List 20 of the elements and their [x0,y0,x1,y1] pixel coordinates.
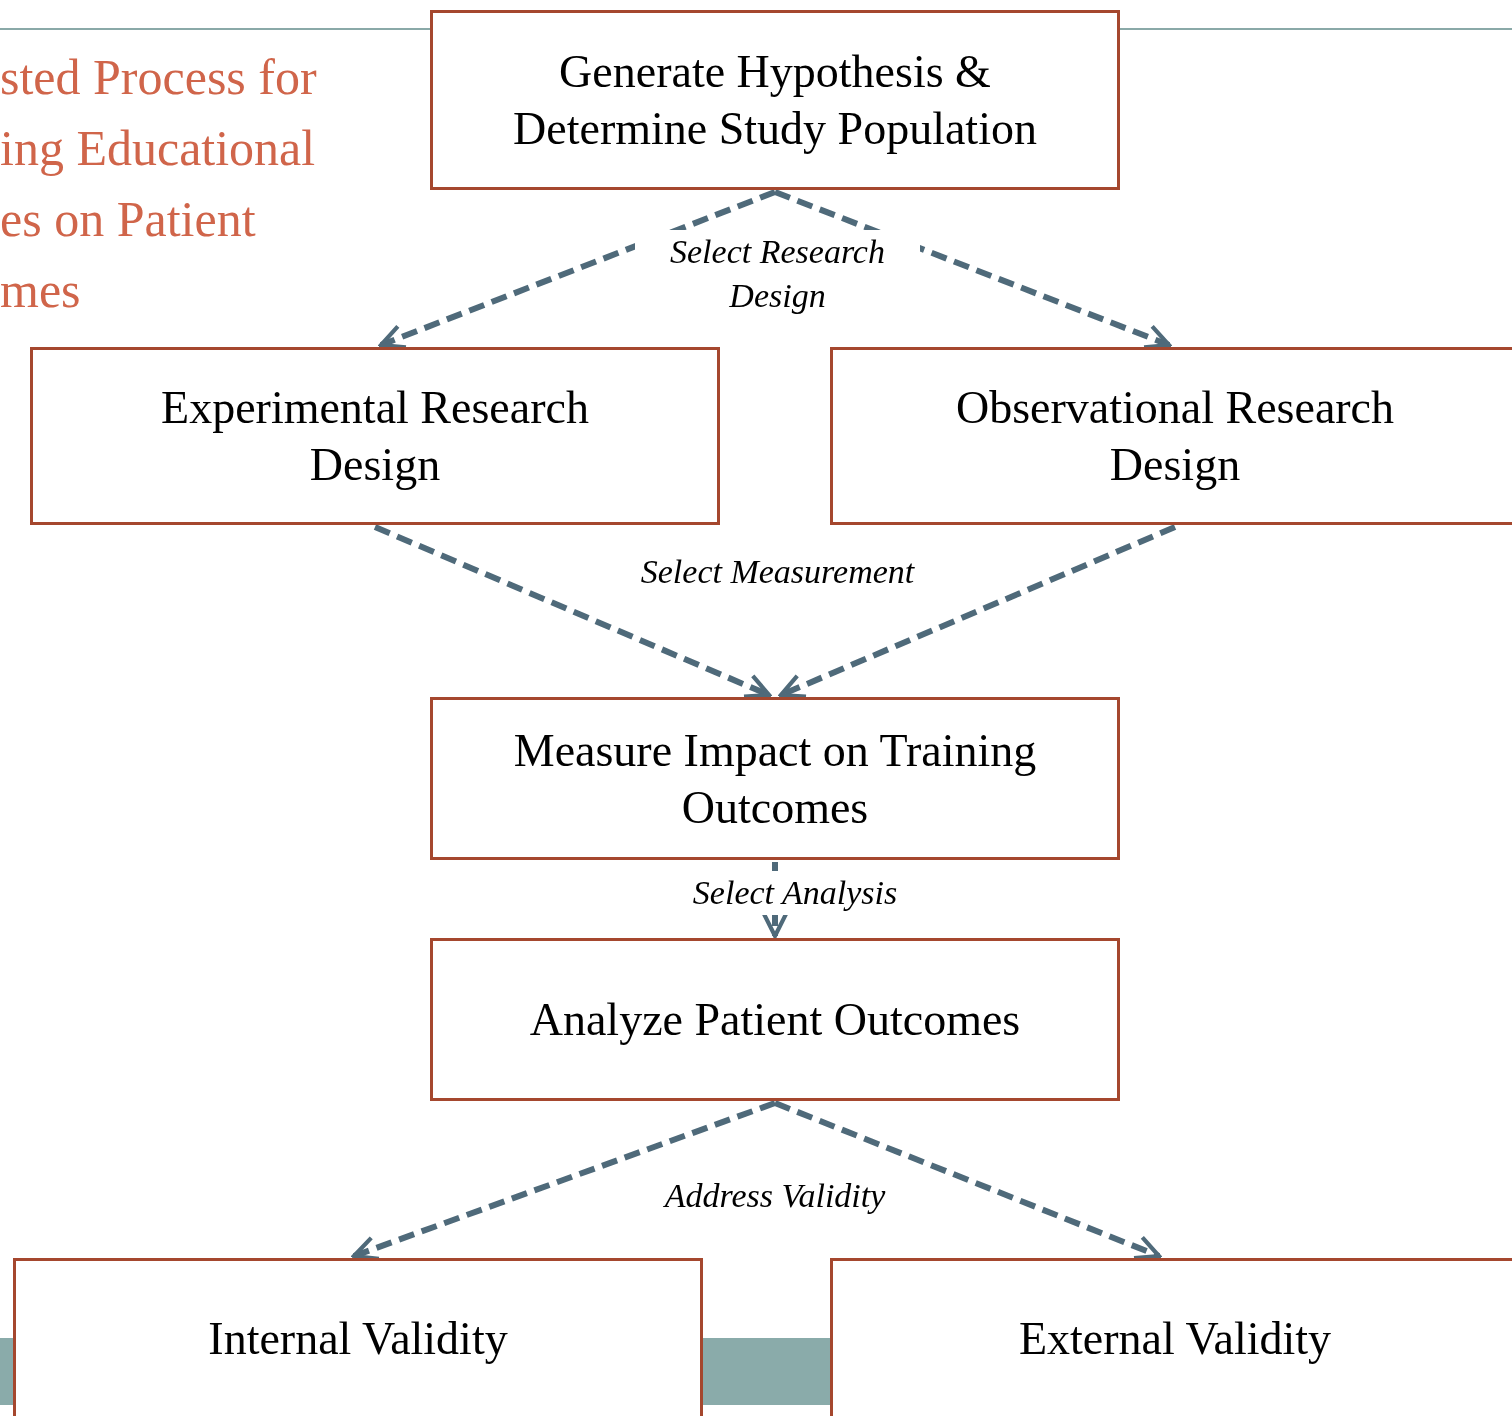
box-text: Internal Validity [208,1312,508,1366]
box-text: Observational Research Design [955,381,1395,492]
box-text: Measure Impact on Training Outcomes [512,723,1038,835]
box-text: Generate Hypothesis & Determine Study Population [512,45,1038,156]
process-box [830,1258,1512,1416]
process-box [430,10,1120,190]
process-box [430,938,1120,1101]
title-fragment: es on Patient [0,190,256,249]
title-fragment: mes [0,261,81,320]
title-fragment: ing Educational [0,119,316,178]
box-text: Analyze Patient Outcomes [529,993,1021,1047]
process-box [830,347,1512,525]
box-text: Experimental Research Design [160,381,590,492]
process-box [30,347,720,525]
box-text: External Validity [1018,1312,1332,1366]
process-box [430,697,1120,860]
process-box [13,1258,703,1416]
dashed-arrow [778,524,1177,699]
dashed-arrow [373,524,772,699]
title-fragment: sted Process for [0,48,317,107]
